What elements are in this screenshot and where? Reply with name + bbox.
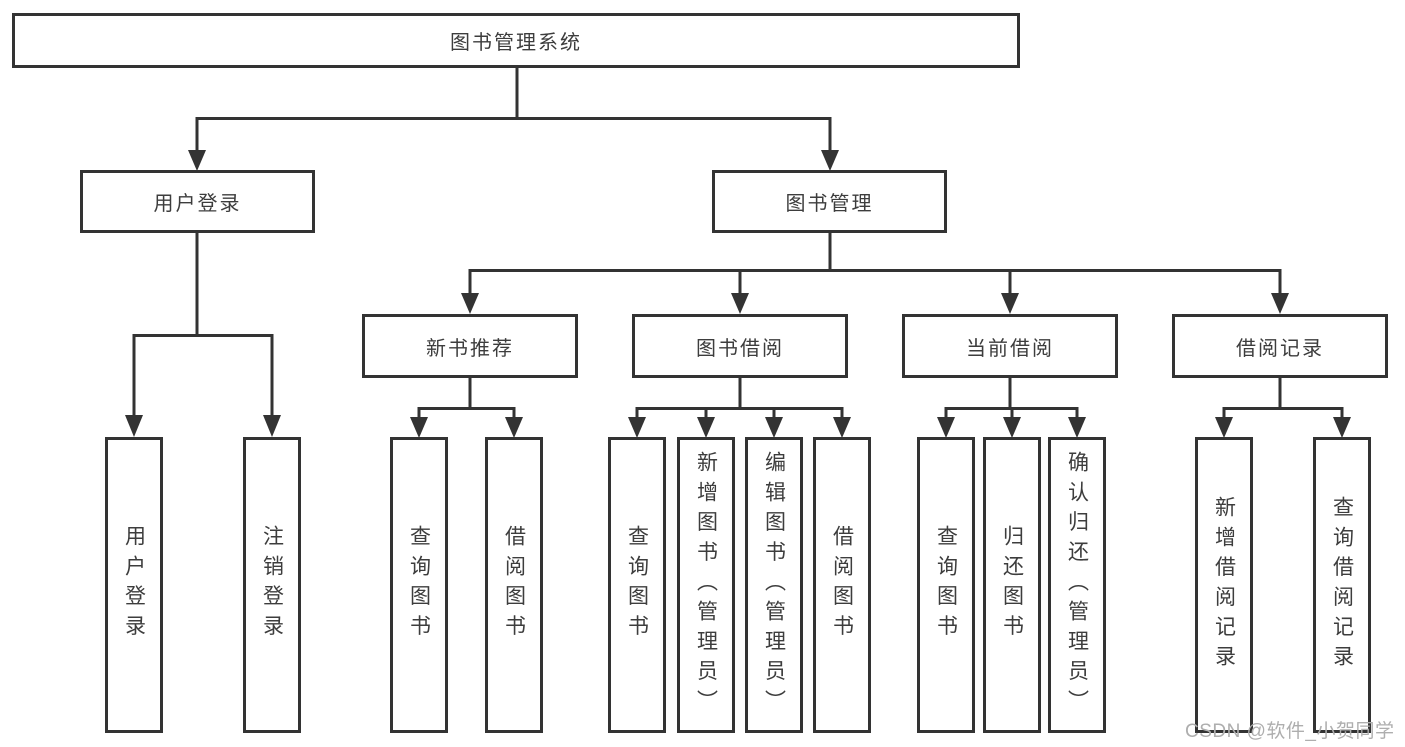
leaf-add-borrow-record: 新增借阅记录 (1195, 437, 1253, 733)
leaf-add-books-admin-label: 新增图书（管理员） (694, 450, 718, 720)
node-current-borrowing-label: 当前借阅 (966, 337, 1054, 360)
leaf-edit-books-admin: 编辑图书（管理员） (745, 437, 803, 733)
node-new-book-recommend-label: 新书推荐 (426, 337, 514, 360)
leaf-add-books-admin: 新增图书（管理员） (677, 437, 735, 733)
leaf-query-borrow-record: 查询借阅记录 (1313, 437, 1371, 733)
leaf-query-borrow-record-label: 查询借阅记录 (1330, 495, 1354, 675)
watermark: CSDN @软件_小贺同学 (1185, 721, 1395, 742)
leaf-borrow-books: 借阅图书 (813, 437, 871, 733)
node-book-borrowing: 图书借阅 (632, 314, 848, 378)
leaf-query-books-current: 查询图书 (917, 437, 975, 733)
leaf-borrow-books-recommend: 借阅图书 (485, 437, 543, 733)
node-current-borrowing: 当前借阅 (902, 314, 1118, 378)
leaf-add-borrow-record-label: 新增借阅记录 (1212, 495, 1236, 675)
leaf-query-books-borrowing: 查询图书 (608, 437, 666, 733)
leaf-confirm-return-admin-label: 确认归还（管理员） (1065, 450, 1089, 720)
leaf-borrow-books-recommend-label: 借阅图书 (502, 525, 526, 645)
leaf-logout: 注销登录 (243, 437, 301, 733)
node-root: 图书管理系统 (12, 13, 1020, 68)
node-borrowing-records-label: 借阅记录 (1236, 337, 1324, 360)
leaf-return-books-label: 归还图书 (1000, 525, 1024, 645)
node-user-login-branch-label: 用户登录 (153, 193, 242, 215)
leaf-query-books-recommend-label: 查询图书 (407, 525, 431, 645)
leaf-query-books-current-label: 查询图书 (934, 525, 958, 645)
leaf-query-books-borrowing-label: 查询图书 (625, 525, 649, 645)
leaf-return-books: 归还图书 (983, 437, 1041, 733)
leaf-confirm-return-admin: 确认归还（管理员） (1048, 437, 1106, 733)
leaf-user-login-label: 用户登录 (122, 525, 146, 645)
node-root-label: 图书管理系统 (450, 32, 582, 54)
node-borrowing-records: 借阅记录 (1172, 314, 1388, 378)
leaf-edit-books-admin-label: 编辑图书（管理员） (762, 450, 786, 720)
leaf-logout-label: 注销登录 (260, 525, 284, 645)
node-new-book-recommend: 新书推荐 (362, 314, 578, 378)
leaf-borrow-books-label: 借阅图书 (830, 525, 854, 645)
leaf-query-books-recommend: 查询图书 (390, 437, 448, 733)
node-book-management-branch-label: 图书管理 (785, 193, 874, 215)
node-user-login-branch: 用户登录 (80, 170, 315, 233)
node-book-management-branch: 图书管理 (712, 170, 947, 233)
node-book-borrowing-label: 图书借阅 (696, 337, 784, 360)
leaf-user-login: 用户登录 (105, 437, 163, 733)
